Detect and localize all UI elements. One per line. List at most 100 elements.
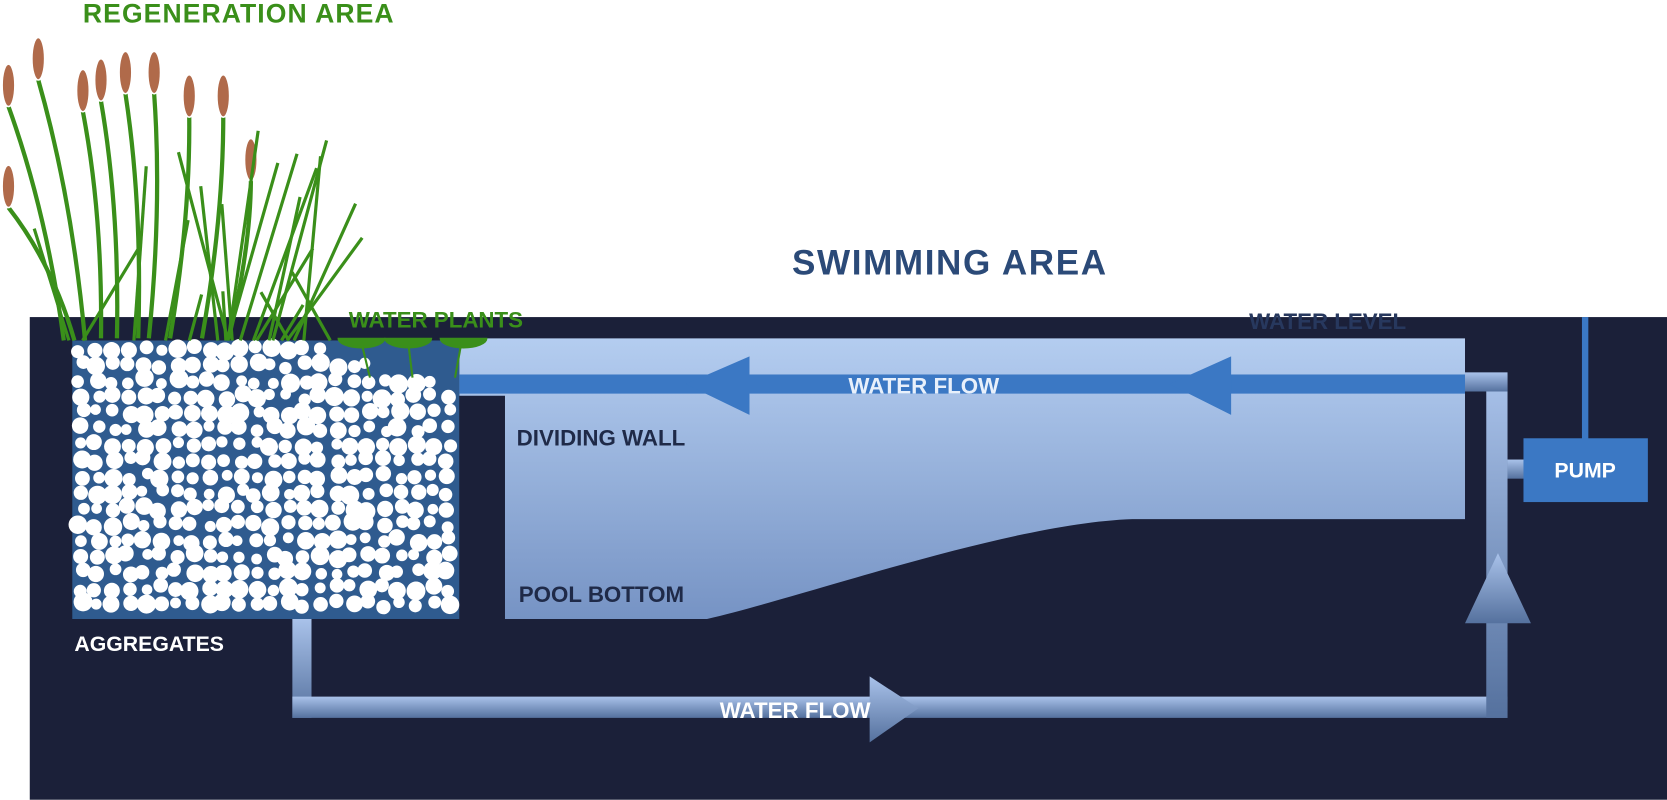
stone	[357, 438, 376, 456]
stone	[441, 389, 456, 405]
grass-blade	[285, 236, 364, 342]
stone	[390, 565, 403, 578]
stone	[361, 403, 379, 420]
stone	[139, 340, 154, 355]
stone	[263, 534, 277, 547]
stone	[251, 553, 263, 565]
dividing-wall-label: DIVIDING WALL	[517, 426, 686, 451]
stone	[86, 454, 103, 471]
stone	[185, 421, 203, 439]
stone	[216, 436, 228, 448]
stone	[406, 501, 424, 519]
stone	[422, 451, 437, 466]
stone	[155, 438, 172, 454]
stone	[394, 499, 410, 514]
stone	[330, 466, 348, 484]
stone	[122, 566, 139, 583]
stone	[151, 546, 166, 561]
stone	[120, 356, 135, 372]
stone	[312, 517, 325, 530]
stone	[184, 404, 201, 422]
stone	[248, 580, 267, 599]
stone	[278, 560, 297, 579]
stone	[423, 387, 437, 401]
stone	[281, 373, 301, 393]
stone	[102, 595, 120, 613]
stone	[203, 488, 215, 500]
stone	[231, 535, 243, 547]
stone	[204, 520, 216, 532]
stone	[356, 513, 374, 531]
stone	[134, 565, 150, 580]
stone	[170, 549, 185, 565]
stone	[89, 549, 105, 565]
stone	[438, 487, 453, 502]
stone	[149, 387, 166, 404]
stone	[245, 488, 261, 503]
stone	[171, 470, 185, 484]
stone	[361, 375, 376, 390]
stone	[262, 596, 278, 611]
stone	[102, 485, 122, 505]
stone	[141, 584, 153, 595]
stone	[169, 369, 189, 389]
arrow-up-icon	[1465, 553, 1531, 624]
stone	[309, 373, 328, 392]
stone	[133, 531, 152, 549]
stone	[217, 454, 230, 467]
stone	[310, 441, 324, 454]
stone	[109, 423, 122, 437]
stone	[233, 551, 245, 563]
stone	[263, 388, 275, 401]
reed-stem	[146, 93, 160, 339]
stone	[121, 533, 135, 547]
pump-cable	[1581, 317, 1589, 441]
stone	[233, 437, 246, 450]
stone	[251, 472, 263, 484]
stone	[408, 599, 422, 613]
stone	[361, 390, 373, 402]
stone	[90, 372, 107, 390]
stone	[185, 453, 200, 468]
water-plants-label: WATER PLANTS	[349, 308, 523, 333]
stone	[73, 485, 88, 500]
stone	[248, 340, 262, 354]
stone	[343, 407, 360, 423]
stone	[427, 503, 439, 515]
stone	[214, 564, 232, 582]
reed-stem	[36, 79, 88, 341]
stone	[331, 454, 346, 469]
stone	[423, 375, 436, 388]
stone	[348, 424, 361, 438]
pump-box	[1523, 438, 1648, 503]
stone	[329, 358, 348, 377]
stone	[345, 534, 357, 545]
stone	[313, 342, 327, 355]
stone	[166, 562, 181, 577]
grass-blade	[226, 130, 260, 341]
stone	[201, 436, 217, 452]
cattail-head	[118, 50, 133, 95]
stone	[183, 390, 198, 405]
grass-blade	[267, 196, 302, 341]
stone	[283, 499, 297, 513]
stone	[391, 401, 410, 421]
stone	[298, 515, 313, 531]
stone	[374, 547, 391, 564]
stone	[261, 518, 280, 537]
stone	[374, 449, 392, 467]
stone	[283, 470, 296, 484]
cattail-head	[93, 57, 109, 103]
grass-blade	[199, 185, 220, 341]
stone	[411, 484, 427, 500]
stone	[153, 577, 169, 593]
stone	[247, 389, 266, 408]
stone	[180, 581, 199, 601]
stone	[374, 578, 389, 593]
stone	[409, 534, 428, 552]
stone	[221, 469, 233, 481]
stone	[71, 375, 84, 388]
stone	[105, 503, 121, 518]
cattail-head	[1, 164, 16, 209]
stone	[170, 597, 181, 609]
